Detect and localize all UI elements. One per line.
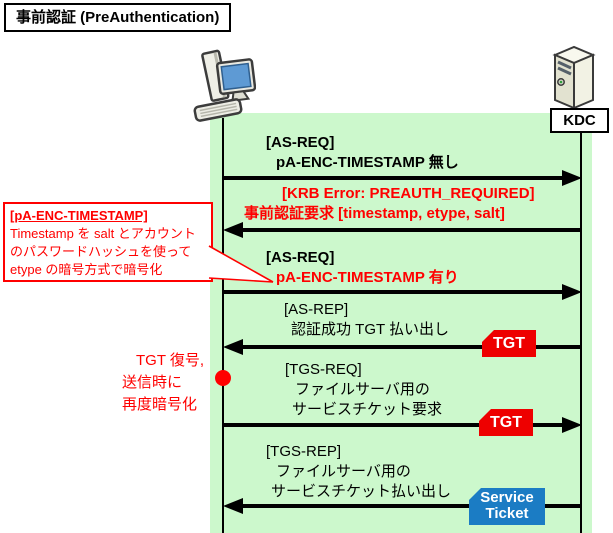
message-line: [AS-REQ] (266, 249, 335, 266)
arrow-shaft (224, 423, 565, 427)
arrowhead-left-icon (223, 498, 243, 514)
message-line: pA-ENC-TIMESTAMP 有り (276, 269, 459, 286)
server-side-face (573, 53, 594, 110)
side-note-line: 送信時に (122, 374, 183, 391)
tgt-badge: TGT (479, 409, 533, 436)
arrow-shaft (224, 290, 565, 294)
message-line: [TGS-REQ] (285, 361, 362, 378)
sequence-background (210, 113, 592, 533)
message-line: ファイルサーバ用の (276, 463, 411, 480)
lifeline-marker-dot (215, 370, 231, 386)
arrowhead-right-icon (562, 417, 582, 433)
message-line: [AS-REQ] (266, 134, 335, 151)
server-power-led (559, 80, 563, 84)
side-note-line: 再度暗号化 (122, 396, 198, 413)
service-ticket-line: Ticket (485, 505, 529, 522)
client-lifeline (222, 118, 224, 533)
server-vent (557, 60, 572, 70)
server-vent (557, 66, 572, 76)
message-line: [AS-REP] (284, 301, 349, 318)
side-note-line: TGT 復号, (136, 352, 205, 369)
service-ticket-badge: Service Ticket (469, 488, 545, 525)
callout-heading: [pA-ENC-TIMESTAMP] (10, 208, 148, 223)
tgt-badge: TGT (482, 330, 536, 357)
message-as-rep: [AS-REP] 認証成功 TGT 払い出し (284, 300, 449, 340)
callout-line: etype の暗号方式で暗号化 (10, 262, 163, 277)
tgt-decrypt-note: TGT 復号, 送信時に 再度暗号化 (122, 350, 204, 416)
callout-pointer (208, 245, 274, 283)
arrowhead-left-icon (223, 222, 243, 238)
arrowhead-left-icon (223, 339, 243, 355)
message-tgs-req: [TGS-REQ] ファイルサーバ用の サービスチケット要求 (285, 360, 442, 420)
desktop-computer-icon (193, 49, 256, 122)
computer-keyboard (193, 98, 243, 122)
message-as-req-2: [AS-REQ] pA-ENC-TIMESTAMP 有り (266, 248, 459, 288)
callout-pointer-edge (208, 277, 274, 283)
service-ticket-line: Service (480, 489, 534, 506)
message-as-req-1: [AS-REQ] pA-ENC-TIMESTAMP 無し (266, 133, 459, 173)
message-line: [KRB Error: PREAUTH_REQUIRED] (282, 185, 535, 202)
message-line: [TGS-REP] (266, 443, 342, 460)
arrow-shaft (240, 228, 581, 232)
kdc-lifeline (580, 131, 582, 533)
arrow-shaft (240, 504, 581, 508)
arrow-shaft (224, 176, 565, 180)
arrowhead-right-icon (562, 170, 582, 186)
message-line: サービスチケット払い出し (271, 483, 452, 500)
message-krb-error: [KRB Error: PREAUTH_REQUIRED] 事前認証要求 [ti… (244, 184, 535, 224)
message-line: ファイルサーバ用の (295, 381, 430, 398)
message-line: 認証成功 TGT 払い出し (291, 321, 450, 338)
message-line: サービスチケット要求 (292, 401, 443, 418)
message-line: pA-ENC-TIMESTAMP 無し (276, 154, 459, 171)
callout-line: Timestamp を salt とアカウント (10, 226, 196, 241)
message-line: 事前認証要求 [timestamp, etype, salt] (244, 205, 505, 222)
message-tgs-rep: [TGS-REP] ファイルサーバ用の サービスチケット払い出し (266, 442, 451, 502)
kdc-label: KDC (550, 108, 609, 133)
arrowhead-right-icon (562, 284, 582, 300)
server-icon (552, 45, 596, 110)
diagram-title: 事前認証 (PreAuthentication) (4, 3, 232, 32)
callout-line: のパスワードハッシュを使って (10, 244, 192, 259)
pa-enc-timestamp-callout: [pA-ENC-TIMESTAMP] Timestamp を salt とアカウ… (3, 202, 213, 282)
arrow-shaft (240, 345, 581, 349)
callout-pointer-edge (208, 245, 274, 283)
